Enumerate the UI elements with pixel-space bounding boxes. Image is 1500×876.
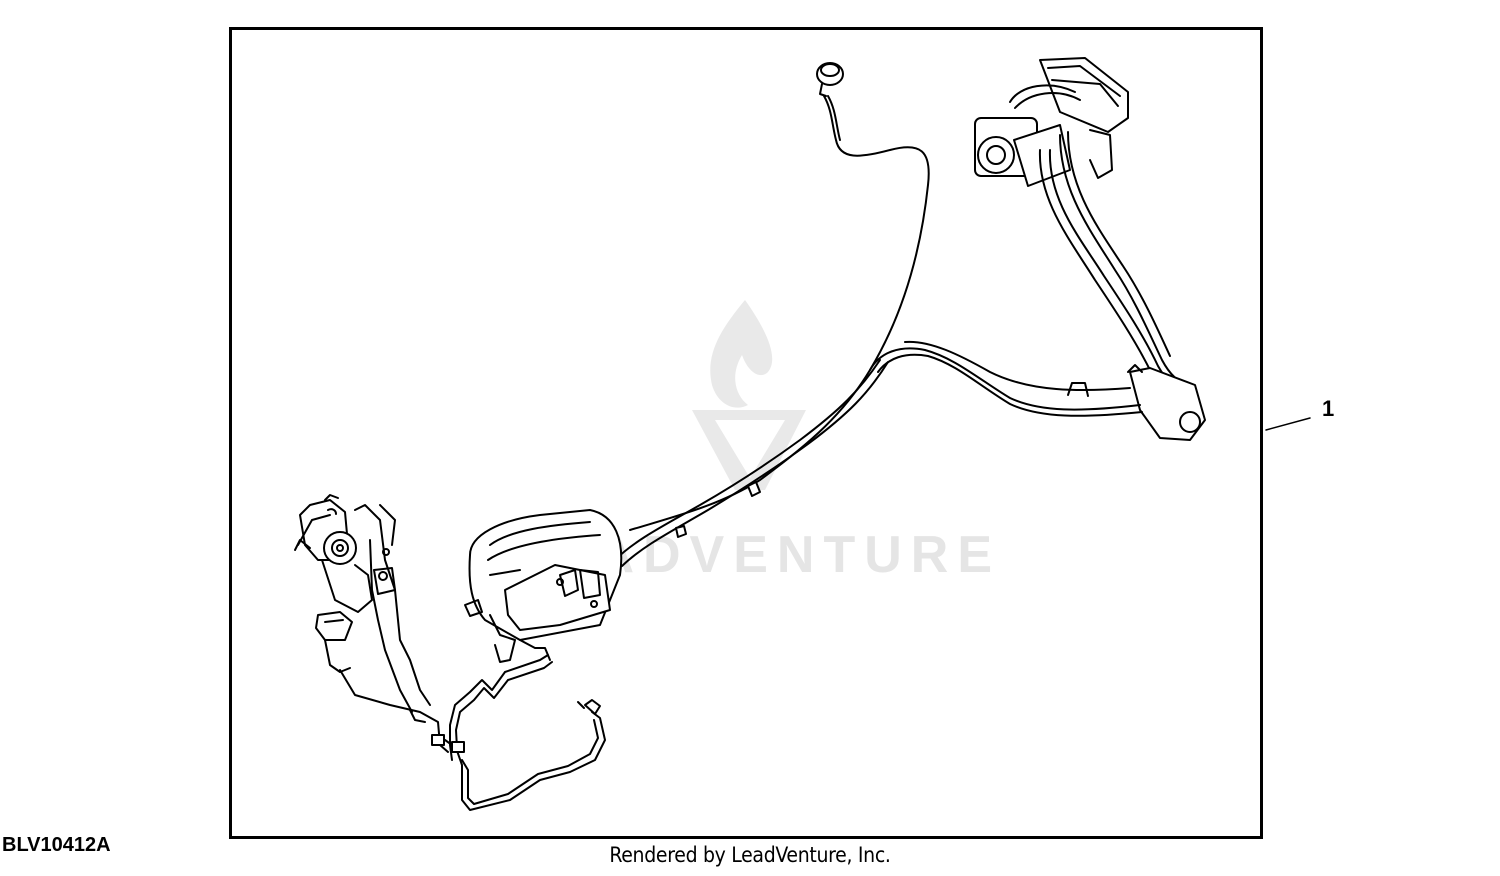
suction-hose <box>1059 134 1191 387</box>
heater-outlet-line <box>449 654 549 761</box>
sensor-cable <box>629 95 930 531</box>
diagram-frame <box>229 27 1263 839</box>
wire-harness <box>904 340 1131 392</box>
drain-tube <box>454 711 606 811</box>
heater-outlet-line-inner <box>455 661 553 749</box>
evaporator-heater-unit <box>464 509 623 663</box>
refrigerant-line-upper <box>869 347 1141 411</box>
hose-fitting-block <box>1127 364 1206 441</box>
refrigerant-line-main-inner <box>621 361 889 567</box>
refrigerant-line-main <box>614 359 881 561</box>
suction-hose-inner <box>1067 131 1171 357</box>
drain-tube-inner <box>461 719 599 805</box>
callout-number-1: 1 <box>1322 396 1335 421</box>
line-fitting <box>431 734 465 753</box>
watermark-logo <box>692 300 806 490</box>
callout-leader-1 <box>1265 417 1311 431</box>
figure-code: BLV10412A <box>2 834 111 856</box>
compressor <box>974 57 1129 187</box>
refrigerant-line-upper-inner <box>877 353 1143 417</box>
sensor-cable-inner <box>827 95 841 141</box>
render-credit: Rendered by LeadVenture, Inc. <box>609 843 891 867</box>
harness-connector <box>1067 382 1089 397</box>
